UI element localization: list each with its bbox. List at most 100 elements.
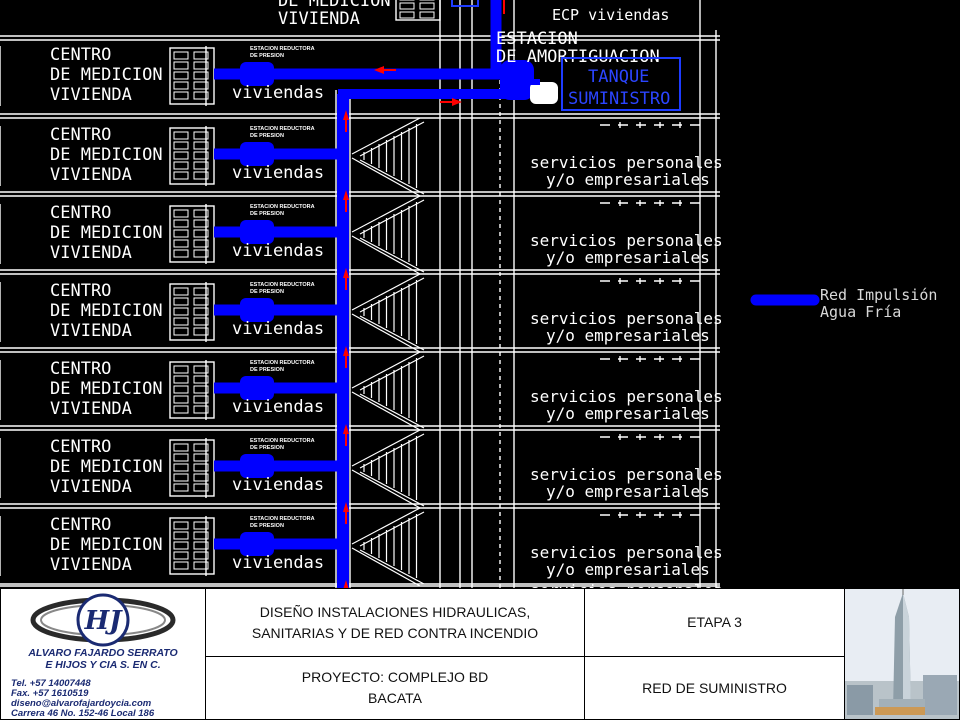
meter-cell: [193, 531, 209, 540]
meter-cell: [173, 317, 189, 326]
services-label-line: servicios personales: [530, 387, 723, 406]
meter-cell: [173, 307, 189, 316]
viviendas-label: viviendas: [232, 397, 324, 417]
meter-cell: [193, 473, 209, 482]
meter-cell: [193, 297, 209, 306]
viviendas-label: viviendas: [232, 163, 324, 183]
meter-label-line: CENTRO: [50, 125, 111, 145]
meter-cell: [193, 81, 209, 90]
top-meter-label-2: VIVIENDA: [278, 9, 360, 29]
stair-flight: [351, 429, 421, 467]
reduction-station-label: DE PRESION: [250, 445, 284, 451]
meter-label-line: DE MEDICION: [50, 65, 163, 85]
meter-cell: [173, 209, 189, 218]
title-block: HJ ALVARO FAJARDO SERRATO E HIJOS Y CIA …: [0, 588, 960, 720]
design-title-cell: DISEÑO INSTALACIONES HIDRAULICAS, SANITA…: [205, 588, 585, 657]
meter-cell: [173, 239, 189, 248]
reduction-station-label: DE PRESION: [250, 367, 284, 373]
stair-flight: [351, 195, 421, 233]
meter-label-line: CENTRO: [50, 281, 111, 301]
meter-cell: [173, 61, 189, 70]
meter-cell: [193, 521, 209, 530]
legend-label-1: Red Impulsión: [820, 286, 937, 304]
svg-text:HJ: HJ: [84, 606, 124, 636]
services-label-line: y/o empresariales: [546, 326, 710, 345]
reduction-station-label: ESTACION REDUCTORA: [250, 126, 315, 132]
company-phone: Tel. +57 14007448: [11, 678, 91, 689]
meter-cell: [173, 141, 189, 150]
meter-label-line: CENTRO: [50, 359, 111, 379]
meter-cell: [193, 551, 209, 560]
meter-cell: [193, 307, 209, 316]
meter-cell: [193, 327, 209, 336]
reduction-station-label: ESTACION REDUCTORA: [250, 516, 315, 522]
meter-label-line: VIVIENDA: [50, 477, 132, 497]
meter-cell: [399, 11, 415, 19]
stair-flight: [351, 313, 421, 353]
meter-cell: [193, 443, 209, 452]
services-label-line: y/o empresariales: [546, 170, 710, 189]
meter-cell: [173, 71, 189, 80]
tank-outline-fragment: [451, 0, 479, 7]
meter-cell: [173, 473, 189, 482]
flow-arrow-up: [343, 268, 349, 278]
building-structure-lines: [0, 0, 720, 588]
meter-label-line: DE MEDICION: [50, 535, 163, 555]
meter-cell: [193, 171, 209, 180]
top-meter-box: [395, 0, 441, 21]
services-label-line: servicios personales: [530, 581, 723, 588]
meter-box: [169, 127, 215, 185]
meter-label-line: VIVIENDA: [50, 321, 132, 341]
meter-box: [169, 517, 215, 575]
stair-flight: [359, 393, 425, 429]
stair-flight: [359, 237, 425, 273]
services-label-line: servicios personales: [530, 231, 723, 250]
meter-cell: [193, 317, 209, 326]
tower-image-cell: [844, 588, 960, 720]
meter-cell: [193, 209, 209, 218]
meter-cell: [193, 151, 209, 160]
meter-label-line: VIVIENDA: [50, 165, 132, 185]
meter-box: [169, 47, 215, 105]
meter-cell: [173, 131, 189, 140]
reduction-station-label: ESTACION REDUCTORA: [250, 360, 315, 366]
meter-label-line: DE MEDICION: [50, 379, 163, 399]
meter-cell: [193, 405, 209, 414]
meter-cell: [173, 229, 189, 238]
reduction-station-label: ESTACION REDUCTORA: [250, 204, 315, 210]
meter-label-line: CENTRO: [50, 203, 111, 223]
flow-arrow-up: [343, 424, 349, 434]
flow-arrow-up: [343, 110, 349, 120]
meter-label-line: CENTRO: [50, 437, 111, 457]
meter-cell: [399, 2, 415, 10]
meter-box: [169, 205, 215, 263]
design-title-line1: DISEÑO INSTALACIONES HIDRAULICAS,: [259, 603, 531, 620]
meter-cell: [193, 51, 209, 60]
legend-label-2: Agua Fría: [820, 303, 901, 321]
flow-arrow-left: [374, 66, 384, 74]
meter-label-line: VIVIENDA: [50, 85, 132, 105]
water-pipes: [214, 0, 558, 588]
services-label-line: servicios personales: [530, 465, 723, 484]
stair-flight: [359, 471, 425, 507]
meter-cell: [193, 365, 209, 374]
tank-label-1: TANQUE: [588, 67, 649, 87]
tank-label-2: SUMINISTRO: [568, 89, 670, 109]
meter-label-line: DE MEDICION: [50, 223, 163, 243]
meter-cell: [173, 91, 189, 100]
meter-cell: [173, 219, 189, 228]
stair-flight: [359, 277, 425, 313]
network-cell: RED DE SUMINISTRO: [584, 656, 845, 720]
meter-cell: [173, 365, 189, 374]
meter-box-outline: [169, 283, 215, 341]
services-label-line: y/o empresariales: [546, 482, 710, 501]
meter-box-outline: [169, 439, 215, 497]
meter-label-line: CENTRO: [50, 515, 111, 535]
stair-flight: [359, 355, 425, 391]
stair-flight: [351, 351, 421, 389]
meter-label-line: VIVIENDA: [50, 399, 132, 419]
meter-box: [169, 283, 215, 341]
company-fax: Fax. +57 1610519: [11, 688, 89, 699]
stair-flight: [359, 511, 425, 547]
